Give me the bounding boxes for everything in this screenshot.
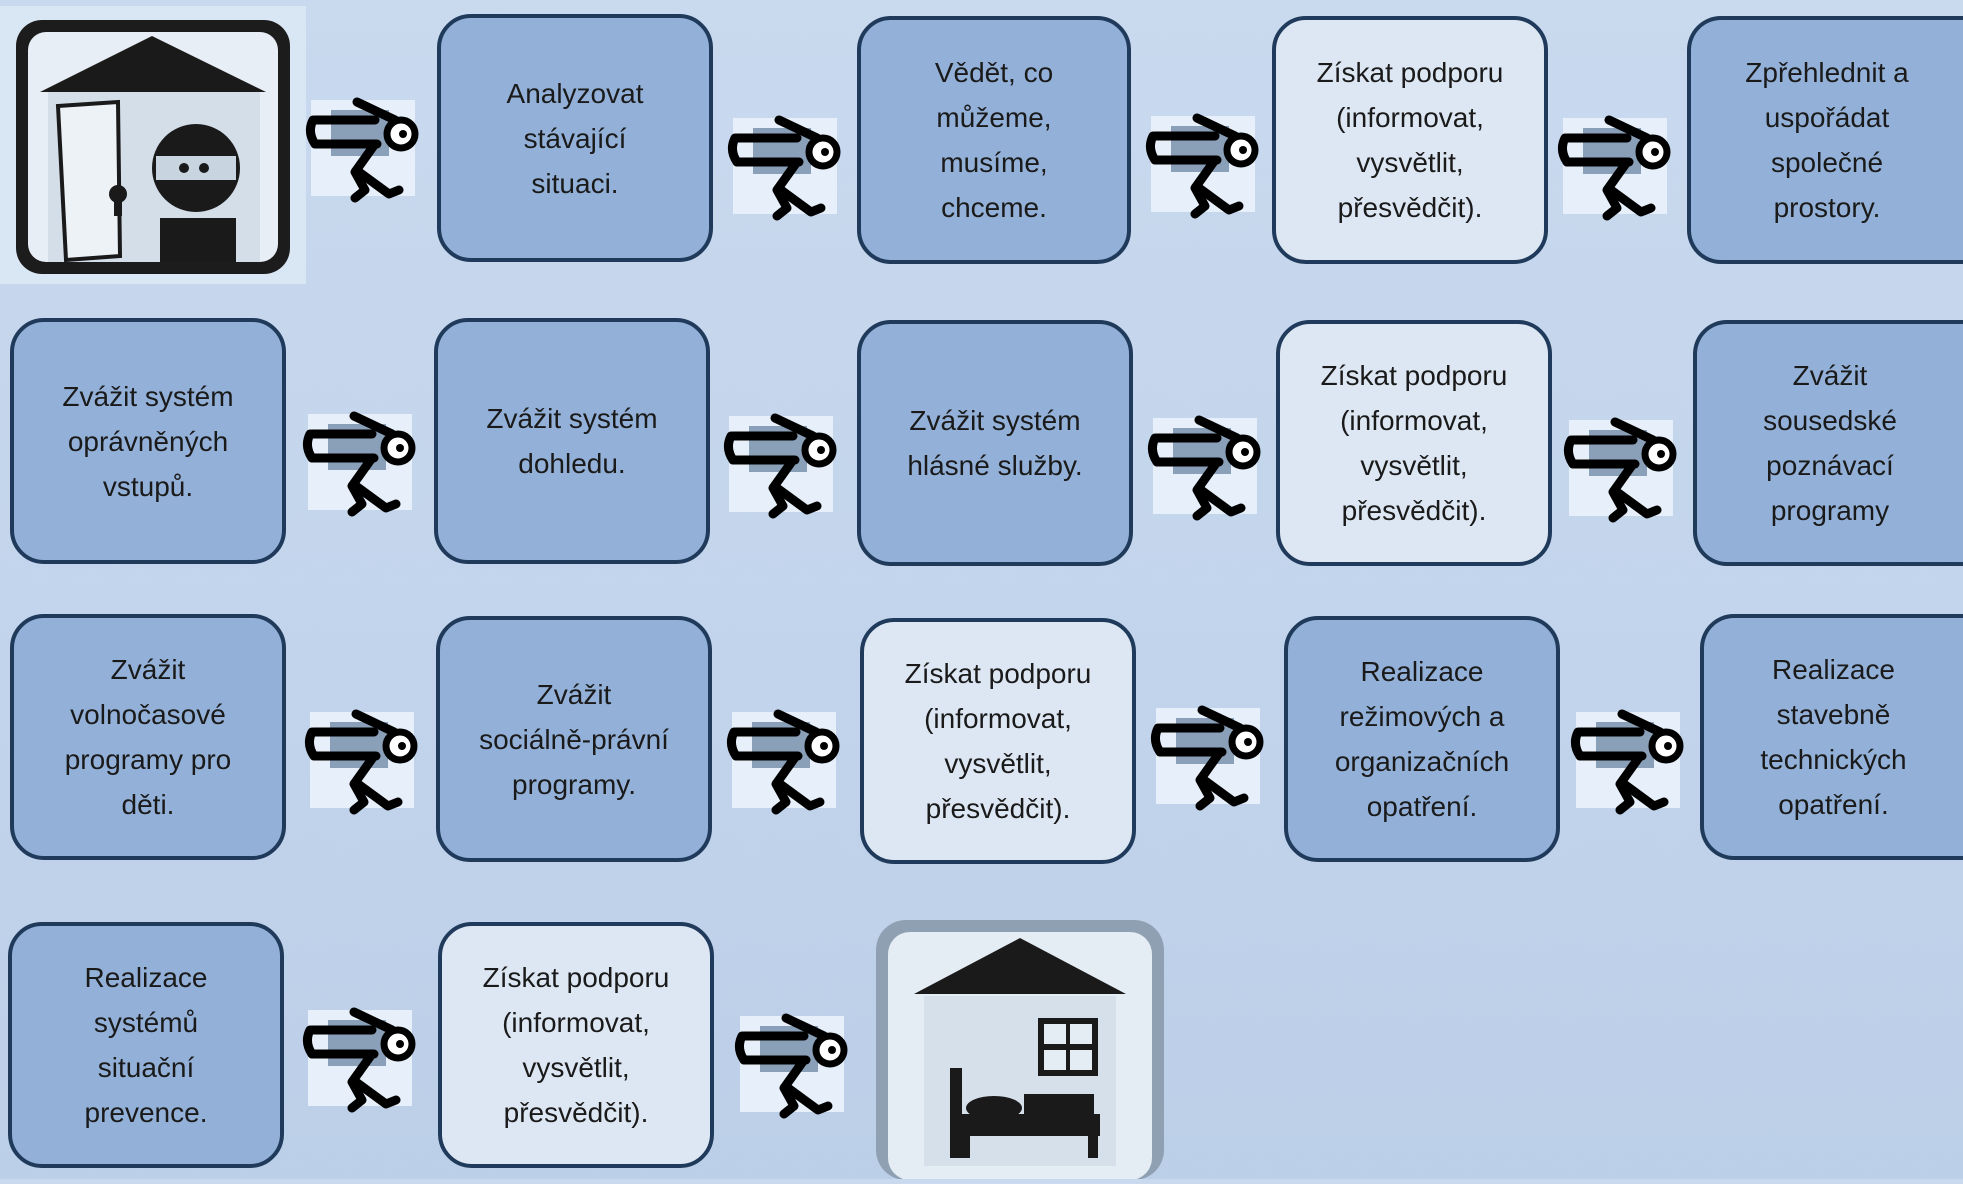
step-box: Získat podporu (informovat, vysvětlit, p… — [438, 922, 714, 1168]
step-box: Vědět, co můžeme, musíme, chceme. — [857, 16, 1131, 264]
step-box: Realizace systémů situační prevence. — [8, 922, 284, 1168]
walking-arrow-icon — [734, 1002, 852, 1120]
step-box: Získat podporu (informovat, vysvětlit, p… — [1276, 320, 1552, 566]
step-box: Zpřehlednit a uspořádat společné prostor… — [1687, 16, 1963, 264]
walking-arrow-icon — [723, 402, 841, 520]
walking-arrow-icon — [1150, 694, 1268, 812]
walking-arrow-icon — [726, 698, 844, 816]
step-box: Analyzovat stávající situaci. — [437, 14, 713, 262]
step-box: Zvážit systém oprávněných vstupů. — [10, 318, 286, 564]
walking-arrow-icon — [305, 86, 423, 204]
step-box: Realizace stavebně technických opatření. — [1700, 614, 1963, 860]
step-box: Zvážit volnočasové programy pro děti. — [10, 614, 286, 860]
walking-arrow-icon — [1570, 698, 1688, 816]
house-bedroom-icon — [874, 918, 1166, 1180]
walking-arrow-icon — [1145, 102, 1263, 220]
step-box: Zvážit sociálně-právní programy. — [436, 616, 712, 862]
walking-arrow-icon — [727, 104, 845, 222]
walking-arrow-icon — [302, 400, 420, 518]
step-box: Realizace režimových a organizačních opa… — [1284, 616, 1560, 862]
step-box: Zvážit systém dohledu. — [434, 318, 710, 564]
step-box: Získat podporu (informovat, vysvětlit, p… — [1272, 16, 1548, 264]
walking-arrow-icon — [1557, 104, 1675, 222]
house-burglar-icon — [0, 6, 306, 284]
step-box: Získat podporu (informovat, vysvětlit, p… — [860, 618, 1136, 864]
step-box: Zvážit sousedské poznávací programy — [1693, 320, 1963, 566]
walking-arrow-icon — [1147, 404, 1265, 522]
step-box: Zvážit systém hlásné služby. — [857, 320, 1133, 566]
walking-arrow-icon — [302, 996, 420, 1114]
walking-arrow-icon — [304, 698, 422, 816]
walking-arrow-icon — [1563, 406, 1681, 524]
